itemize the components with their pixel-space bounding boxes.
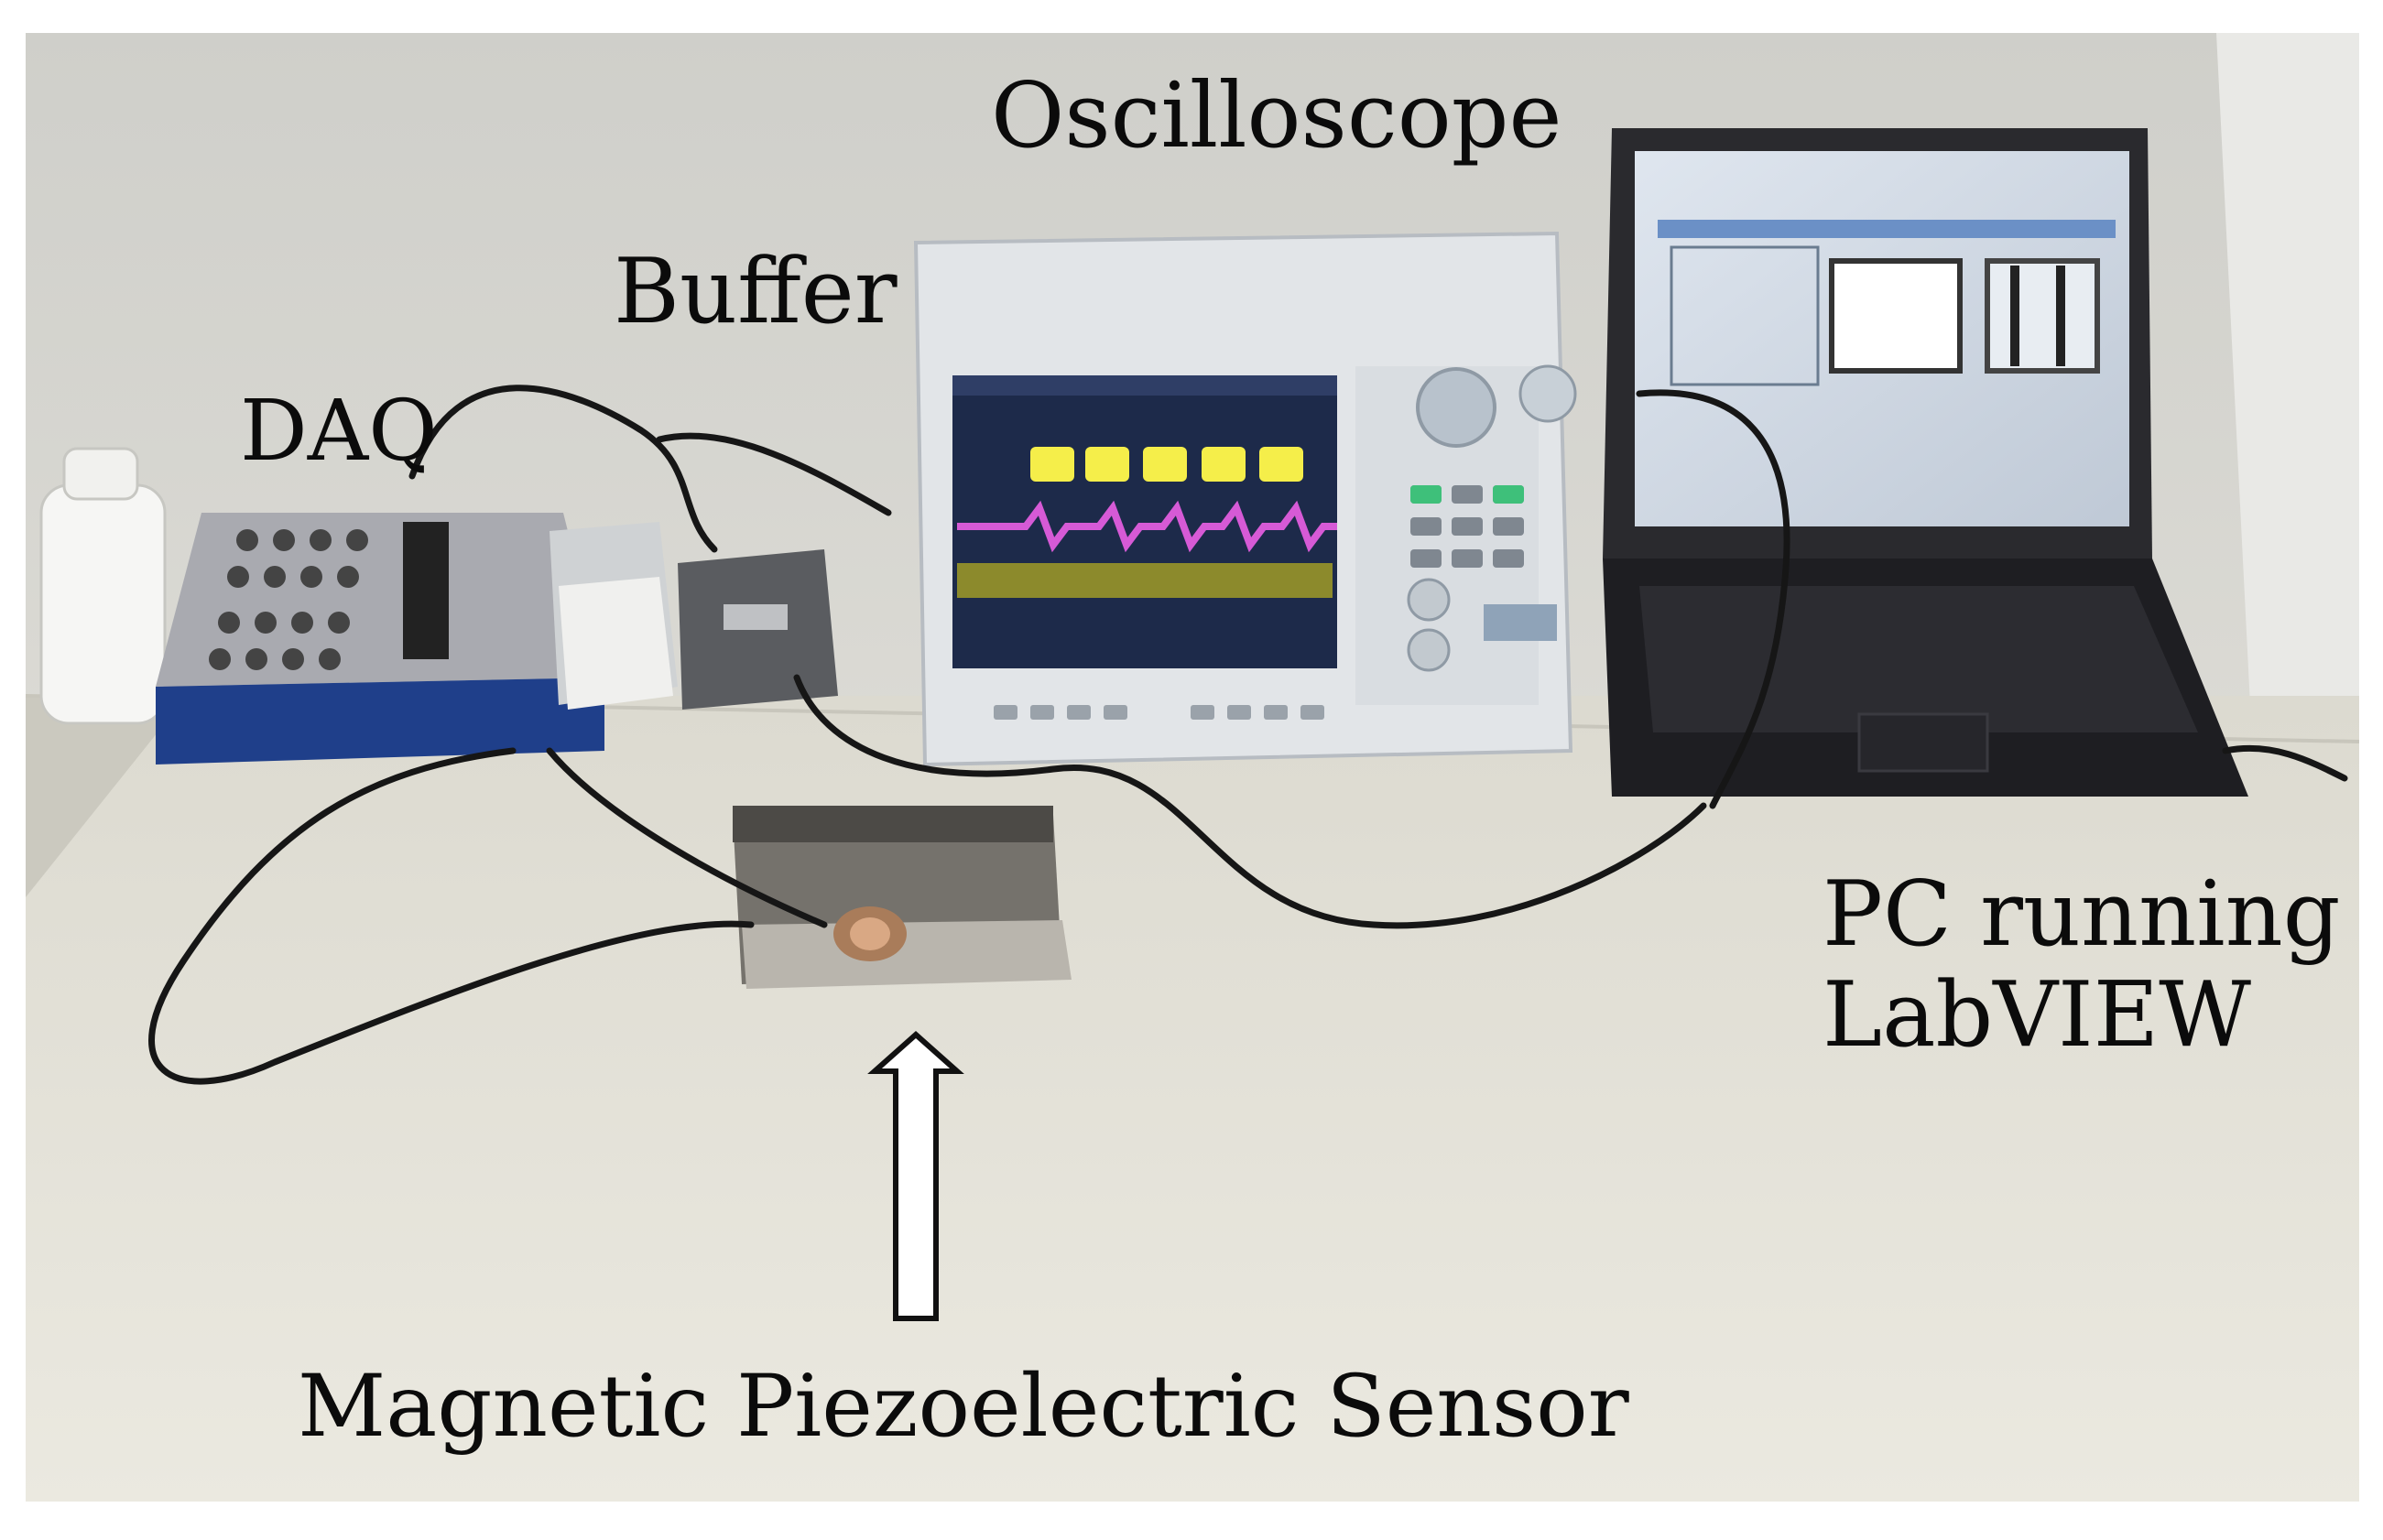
pc-label-line2: LabVIEW [1823,962,2251,1068]
right-wall [2216,33,2359,787]
buffer-label: Buffer [614,240,898,344]
oscilloscope-label: Oscilloscope [991,64,1562,168]
pc-label: PC running LabVIEW [1823,862,2341,1068]
sensor-label: Magnetic Piezoelectric Sensor [298,1357,1629,1457]
buffer-device [678,549,838,710]
waveform-magenta [957,500,1337,553]
up-arrow-outline-icon [867,1030,964,1321]
daq-label: DAQ [240,382,438,480]
oscilloscope-screen [952,375,1337,668]
pc-label-line1: PC running [1823,862,2341,967]
interface-box [550,522,678,710]
white-bottle [39,447,167,725]
cables [148,385,2348,1085]
magnetic-sensor-fixture [733,806,1072,989]
waveform-band [957,563,1333,598]
waveform-yellow [1030,447,1303,482]
daq-device [156,513,604,765]
oscilloscope-device [913,231,1577,767]
laptop-pc [1603,128,2248,797]
